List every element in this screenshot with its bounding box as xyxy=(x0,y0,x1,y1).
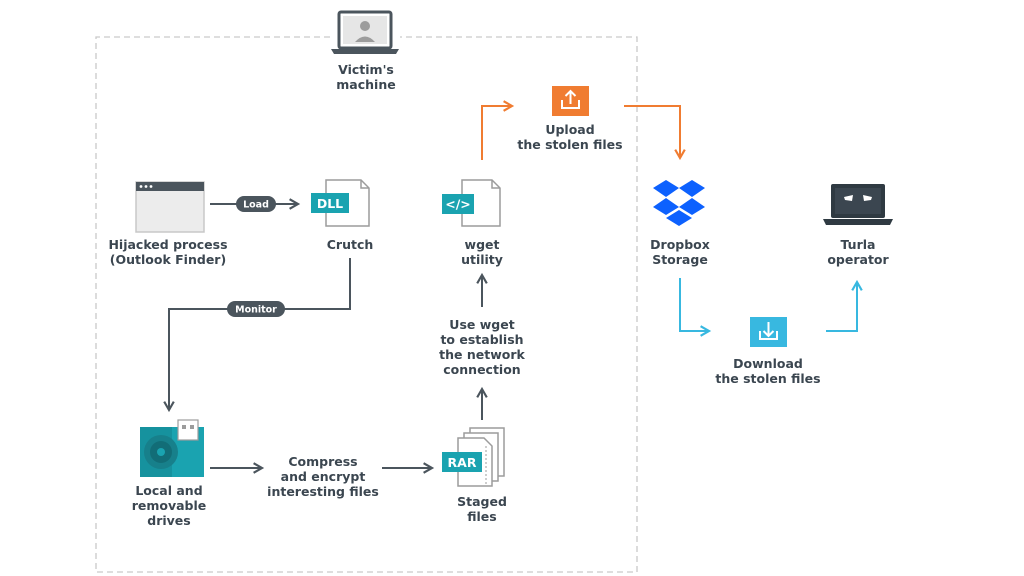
monitor-pill xyxy=(227,301,285,317)
load-pill xyxy=(236,196,276,212)
download-label: Download the stolen files xyxy=(715,356,821,386)
wget-utility-label: wget utility xyxy=(461,237,503,267)
upload-label: Upload the stolen files xyxy=(517,122,623,152)
hijacked-process-label: Hijacked process (Outlook Finder) xyxy=(108,237,228,267)
browser-window-icon xyxy=(135,181,205,233)
monitor-arrow xyxy=(163,258,351,413)
upload-to-dropbox-arrow xyxy=(624,105,686,161)
code-badge: </> xyxy=(445,197,471,212)
download-icon xyxy=(750,317,787,347)
upload-icon xyxy=(552,86,589,116)
dll-badge: DLL xyxy=(317,196,343,211)
usb-drive-icon xyxy=(140,419,204,477)
compress-label: Compress and encrypt interesting files xyxy=(267,454,379,499)
staged-files-label: Staged files xyxy=(457,494,507,524)
wget-to-upload-arrow xyxy=(481,100,515,160)
code-file-icon: </> xyxy=(442,179,501,227)
dropbox-label: Dropbox Storage xyxy=(650,237,710,267)
monitor-label: Monitor xyxy=(235,305,277,316)
victim-machine-label: Victim's machine xyxy=(336,62,396,92)
rar-archive-icon: RAR xyxy=(442,427,505,487)
dll-file-icon: DLL xyxy=(311,179,370,227)
use-wget-label: Use wget to establish the network connec… xyxy=(439,317,525,377)
dropbox-to-download-arrow xyxy=(679,278,712,337)
download-to-turla-arrow xyxy=(826,279,863,332)
hacker-laptop-icon xyxy=(823,184,893,225)
turla-operator-label: Turla operator xyxy=(827,237,889,267)
laptop-user-icon xyxy=(331,10,399,54)
local-drives-label: Local and removable drives xyxy=(131,483,207,528)
rar-badge: RAR xyxy=(448,455,477,470)
load-label: Load xyxy=(243,200,269,211)
dropbox-icon xyxy=(653,180,705,226)
crutch-label: Crutch xyxy=(326,237,374,252)
victim-machine-boundary xyxy=(95,36,638,573)
